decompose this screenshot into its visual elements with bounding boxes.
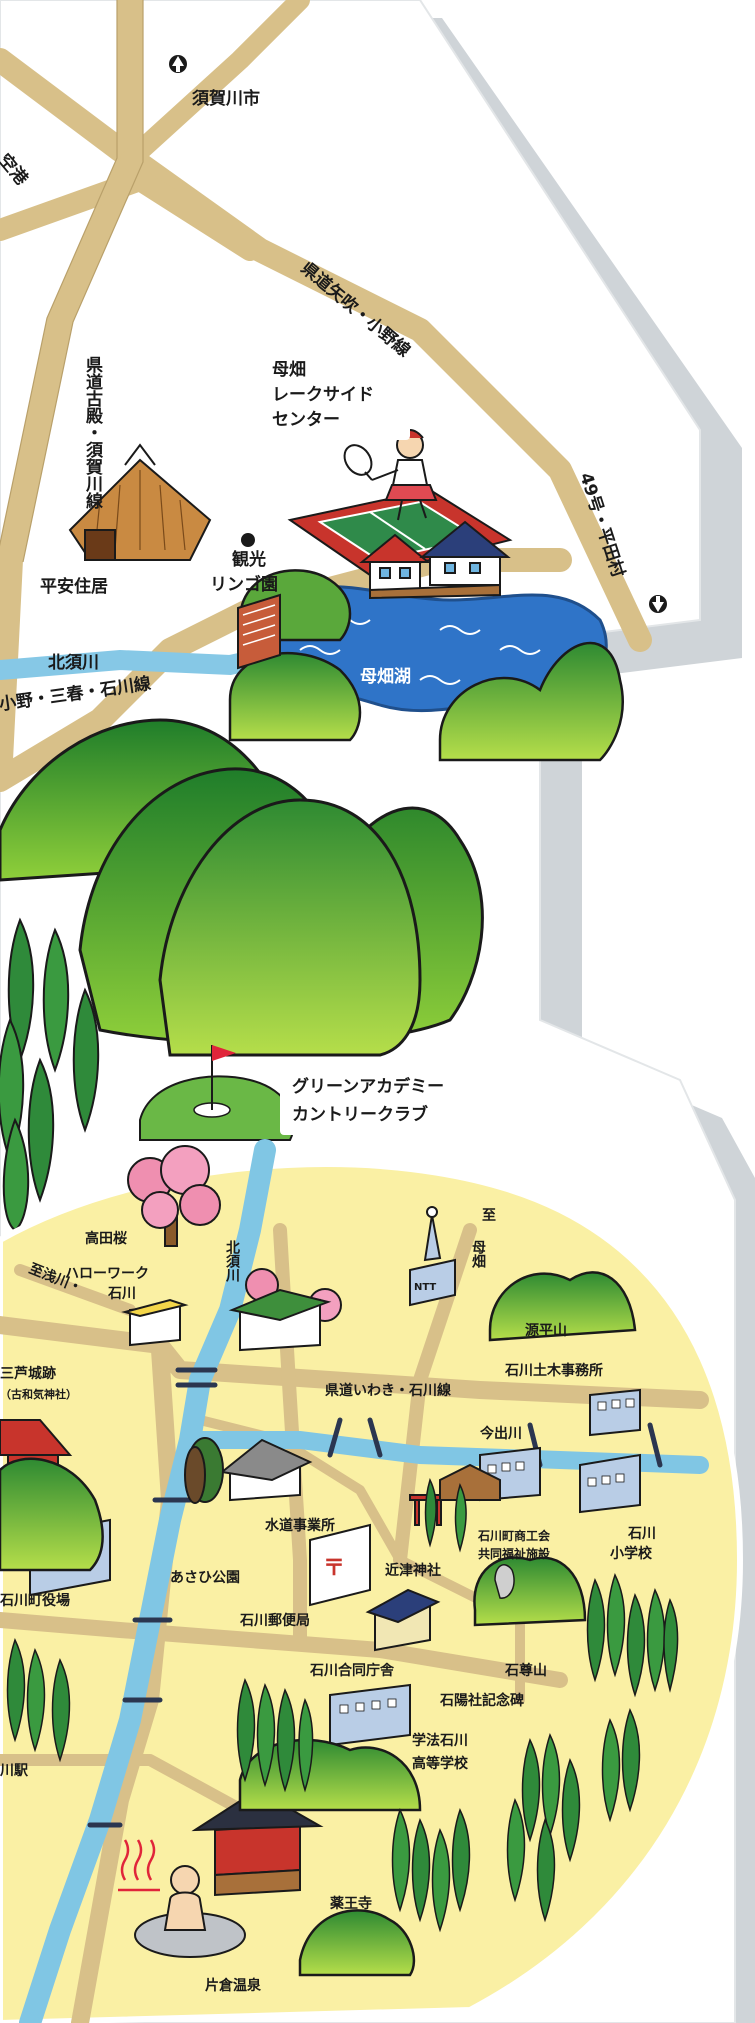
label-ishikawa-elem-2: 小学校 [610,1545,653,1562]
label-hahakigoko: 母畑湖 [360,667,411,687]
hot-spring-icon [118,1839,246,1958]
label-katakura-onsen: 片倉温泉 [205,1977,262,1994]
label-road-furudono-sukagawa: 県道古殿・須賀川線 [82,356,104,510]
label-kita-sukagawa: 北須川 [48,653,99,673]
cedar-trees-left [0,917,100,1232]
label-ringo-1: 観光 [232,549,266,570]
ringo-en-marker [241,533,255,547]
sekison-rock [494,1564,515,1599]
label-sekison: 石尊山 [504,1662,547,1679]
north-arrow-icon [169,55,187,73]
label-ntt: NTT [414,1282,436,1293]
label-asahi-park: あさひ公園 [170,1570,240,1586]
label-shokokai-1: 石川町商工会 [477,1528,551,1543]
heian-house-icon [68,443,212,561]
upper-road-edges [0,0,144,563]
label-kita-sukagawa-v: 北須川 [224,1240,241,1282]
label-route-hahaki: 母畑 [470,1240,487,1269]
label-post-office: 石川郵便局 [239,1612,310,1629]
label-yakuoji: 薬王寺 [330,1895,372,1912]
label-high-school-1: 学法石川 [412,1732,468,1749]
label-high-school-2: 高等学校 [412,1755,469,1772]
hotel-building [237,593,281,670]
label-green-academy-1: グリーンアカデミー [292,1076,444,1097]
big-mountains [0,718,484,1057]
post-mark-icon: 〒 [323,1556,345,1581]
lodge-building [359,520,511,600]
label-imadegawa: 今出川 [479,1425,522,1442]
label-hahaki-center-1: 母畑 [272,360,306,380]
label-suido: 水道事業所 [265,1517,335,1534]
down-arrow-icon [649,595,667,613]
label-hello-work-1: ハローワーク [65,1266,149,1282]
label-ishikawa-elem-1: 石川 [627,1526,656,1542]
label-godo-chosha: 石川合同庁舎 [309,1662,395,1679]
asahi-park-tree [184,1437,224,1504]
label-hello-work-2: 石川 [107,1286,136,1302]
label-hahaki-center-2: レークサイド [272,385,374,405]
label-station: 川駅 [0,1763,29,1779]
label-green-academy-2: カントリークラブ [292,1104,428,1125]
golf-flag-icon [211,1045,236,1110]
label-kotsu-shrine: 近津神社 [385,1562,441,1579]
label-takadazakura: 高田桜 [85,1230,127,1247]
label-kinenhi: 石陽社記念碑 [439,1692,524,1709]
label-ringo-2: リンゴ園 [210,574,278,595]
golf-hill [139,1075,295,1141]
building-windows [39,1398,635,1714]
lake-hills [228,569,624,762]
label-minouchi-2: （古和気神社） [0,1387,77,1401]
label-minouchi-1: 三芦城跡 [0,1365,56,1382]
label-genpeizan: 源平山 [525,1322,567,1339]
label-ishikawa-doboku: 石川土木事務所 [504,1362,603,1379]
label-route-itaru: 至 [482,1208,496,1224]
label-hahaki-center-3: センター [272,410,340,430]
label-town-office: 石川町役場 [0,1592,70,1609]
label-heian-house: 平安住居 [40,576,108,597]
label-shokokai-2: 共同福祉施設 [478,1546,551,1561]
label-road-iwaki-ishikawa: 県道いわき・石川線 [325,1382,451,1399]
town-trees [6,1477,679,1933]
takadazakura-tree-icon [127,1145,221,1247]
callouts [260,345,520,1135]
label-sukagawa: 須賀川市 [192,88,260,109]
